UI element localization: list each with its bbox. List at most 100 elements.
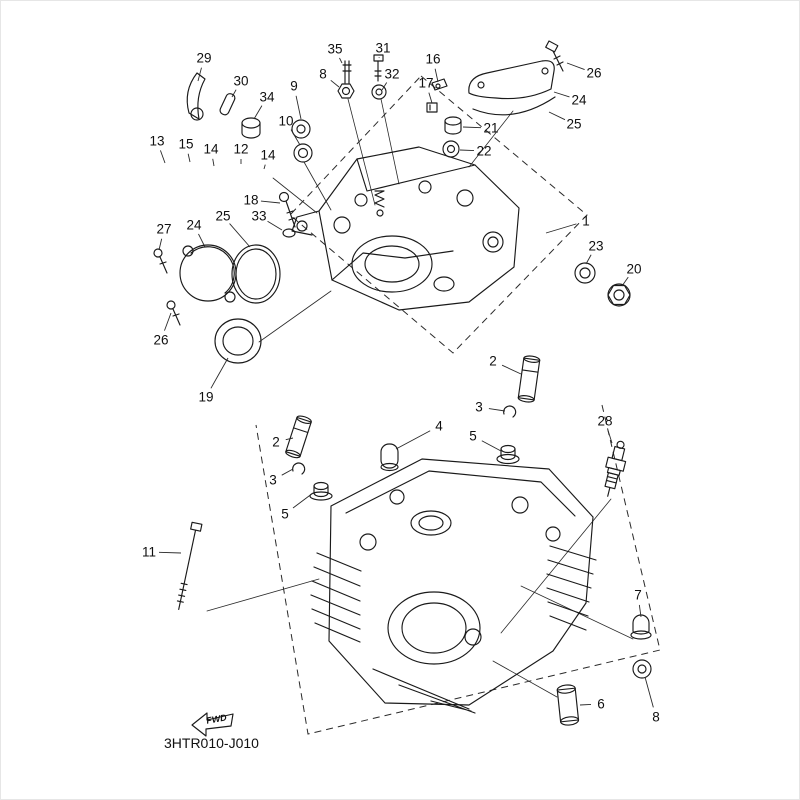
leader-line-19: [210, 357, 229, 389]
callout-label-9: 9: [290, 79, 298, 94]
part-19-seal-ring: [214, 318, 262, 364]
part-18-bolt: [278, 191, 296, 228]
leader-line-2: [285, 437, 294, 441]
callout-label-16: 16: [425, 52, 440, 67]
leader-line-13: [159, 150, 166, 164]
callout-label-11: 11: [142, 545, 156, 560]
callout-label-29: 29: [196, 51, 211, 66]
leader-line-35: [339, 57, 343, 64]
part-23-washer: [574, 262, 596, 284]
leader-line-18: [260, 200, 281, 204]
part-29-lever: [186, 72, 206, 121]
part-26-bolt-top: [545, 40, 564, 72]
fwd-marker: FWD: [191, 712, 234, 737]
leader-line-8: [644, 676, 654, 708]
callout-label-19: 19: [198, 390, 213, 405]
leader-line-30: [231, 89, 237, 98]
upper-cylinder-head: [291, 146, 520, 311]
callout-label-5: 5: [281, 507, 289, 522]
leader-line-4: [395, 430, 431, 450]
callout-label-21: 21: [483, 121, 498, 136]
callout-label-35: 35: [327, 42, 342, 57]
part-20-plug-bolt: [607, 283, 631, 307]
callout-label-14: 14: [260, 148, 276, 163]
callout-label-7: 7: [634, 588, 642, 603]
part-21-plug: [444, 116, 462, 135]
leader-line-1: [545, 223, 577, 234]
part-17-block: [426, 102, 438, 113]
part-2-valve-guide-left: [285, 415, 312, 459]
callout-label-5: 5: [469, 429, 477, 444]
leader-line-17: [428, 92, 433, 104]
part-6-dowel: [556, 684, 580, 726]
diagram-code: 3HTR010-J010: [164, 735, 259, 751]
fwd-label: FWD: [206, 712, 228, 725]
part-8-nut: [337, 83, 355, 99]
leader-line-16: [434, 68, 439, 83]
callout-label-23: 23: [588, 239, 603, 254]
leader-line-23: [585, 254, 592, 265]
callout-label-8: 8: [652, 710, 660, 725]
callout-label-15: 15: [178, 137, 193, 152]
leader-line-5: [292, 492, 314, 509]
leader-line-24: [553, 91, 570, 98]
leader-line-21: [462, 126, 482, 129]
part-31-bolt: [373, 54, 384, 82]
callout-label-1: 1: [582, 214, 590, 229]
dashed-boundaries: [255, 75, 661, 735]
assembly-lines: [206, 98, 634, 698]
callout-label-26: 26: [586, 66, 601, 81]
fwd-arrow-icon: [191, 712, 234, 737]
callout-label-28: 28: [597, 414, 612, 429]
part-28-spark-plug: [604, 440, 627, 497]
part-33-washer: [282, 228, 296, 238]
callout-label-3: 3: [475, 400, 483, 415]
leader-line-8: [330, 79, 340, 88]
part-4-dome-plug: [380, 443, 399, 472]
leader-line-3: [281, 468, 294, 476]
callout-label-14: 14: [203, 142, 219, 157]
leader-line-32: [381, 82, 388, 91]
leader-line-25: [229, 223, 251, 248]
leader-line-22: [459, 149, 475, 152]
part-24-side-cover: [179, 244, 237, 303]
part-3-clip-right: [503, 405, 517, 418]
part-8-washer-bottom: [632, 659, 652, 679]
leader-line-5: [481, 440, 502, 452]
callout-label-32: 32: [384, 67, 399, 82]
part-22-washer: [442, 140, 460, 158]
callout-label-20: 20: [626, 262, 641, 277]
leader-line-11: [158, 551, 182, 554]
part-24-breather-cover: [468, 60, 555, 100]
part-5-stem-seal-right: [496, 444, 520, 465]
part-34-cylinder: [241, 117, 261, 139]
lower-cylinder-head: [310, 458, 597, 714]
part-5-stem-seal-left: [309, 481, 333, 501]
part-3-clip-left: [292, 462, 306, 475]
leader-line-10: [290, 129, 301, 146]
leader-line-6: [579, 704, 592, 706]
callout-label-34: 34: [259, 90, 275, 105]
callout-label-2: 2: [272, 435, 280, 450]
part-26-screw-left: [166, 300, 181, 326]
part-27-screw: [153, 248, 168, 274]
callout-label-18: 18: [243, 193, 258, 208]
leader-line-24: [198, 233, 206, 248]
part-16-clamp: [431, 78, 448, 91]
part-11-long-bolt: [176, 521, 203, 610]
leader-line-2: [501, 364, 522, 375]
leader-line-34: [253, 105, 263, 120]
part-32-washer: [371, 84, 387, 100]
leader-line-27: [158, 238, 163, 251]
leader-line-14: [212, 158, 215, 167]
leader-line-29: [197, 67, 202, 82]
leader-line-15: [187, 153, 191, 163]
callout-label-22: 22: [476, 144, 491, 159]
leader-line-28: [607, 430, 613, 444]
callout-label-26: 26: [153, 333, 168, 348]
part-25-side-gasket: [231, 244, 281, 304]
part-2-valve-guide-right: [517, 355, 541, 403]
leader-line-7: [638, 604, 642, 618]
